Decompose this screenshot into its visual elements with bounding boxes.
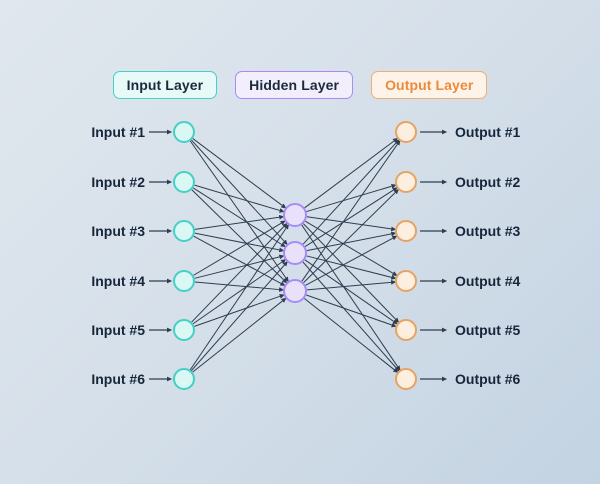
- connection-hidden-output: [305, 220, 398, 276]
- connection-hidden-output: [301, 140, 401, 282]
- connection-hidden-output: [302, 261, 400, 372]
- connection-input-hidden: [194, 281, 285, 292]
- hidden-node: [283, 203, 307, 227]
- input-node: [173, 319, 195, 341]
- connection-input-hidden: [192, 259, 287, 325]
- connection-input-hidden: [193, 235, 286, 286]
- connection-input-hidden: [192, 297, 287, 373]
- connection-input-hidden: [194, 214, 285, 230]
- connection-hidden-output: [306, 183, 397, 213]
- connection-hidden-output: [303, 188, 400, 283]
- input-node: [173, 368, 195, 390]
- output-label-2: Output #2: [455, 174, 521, 190]
- connection-hidden-output: [304, 187, 398, 247]
- legend-hidden-layer: Hidden Layer: [235, 71, 354, 99]
- output-node: [395, 171, 417, 193]
- connection-input-hidden: [191, 139, 288, 246]
- connection-hidden-output: [305, 235, 398, 286]
- connection-input-hidden: [192, 138, 287, 209]
- connection-input-hidden: [189, 223, 289, 371]
- output-node: [395, 368, 417, 390]
- output-node: [395, 220, 417, 242]
- connection-input-hidden: [190, 261, 288, 372]
- connection-input-hidden: [194, 232, 285, 253]
- hidden-node: [283, 241, 307, 265]
- connection-hidden-output: [304, 137, 399, 209]
- connection-hidden-output: [306, 231, 397, 252]
- input-label-3: Input #3: [91, 223, 145, 239]
- legend-input-layer: Input Layer: [112, 71, 218, 99]
- input-label-2: Input #2: [91, 174, 145, 190]
- connection-input-hidden: [191, 189, 288, 284]
- input-node: [173, 270, 195, 292]
- connection-hidden-output: [304, 298, 399, 373]
- connection-hidden-output: [306, 294, 397, 328]
- output-label-6: Output #6: [455, 371, 521, 387]
- connection-input-hidden: [194, 184, 285, 213]
- connection-input-hidden: [194, 254, 285, 279]
- output-label-4: Output #4: [455, 273, 521, 289]
- input-node: [173, 220, 195, 242]
- connection-hidden-output: [306, 279, 397, 291]
- output-label-3: Output #3: [455, 223, 521, 239]
- output-label-5: Output #5: [455, 322, 521, 338]
- input-label-1: Input #1: [91, 124, 145, 140]
- input-node: [173, 121, 195, 143]
- legend-output-layer: Output Layer: [371, 71, 488, 99]
- connection-hidden-output: [302, 223, 400, 323]
- connection-hidden-output: [302, 139, 400, 245]
- hidden-node: [283, 279, 307, 303]
- legend: Input Layer Hidden Layer Output Layer: [0, 71, 600, 99]
- output-node: [395, 270, 417, 292]
- connection-hidden-output: [306, 216, 397, 232]
- input-label-5: Input #5: [91, 322, 145, 338]
- output-node: [395, 121, 417, 143]
- input-node: [173, 171, 195, 193]
- connection-input-hidden: [191, 222, 288, 323]
- connection-hidden-output: [306, 255, 397, 280]
- connection-input-hidden: [194, 294, 285, 327]
- input-label-4: Input #4: [91, 273, 145, 289]
- connection-hidden-output: [304, 259, 398, 325]
- connection-input-hidden: [193, 220, 286, 276]
- connection-hidden-output: [301, 224, 401, 371]
- output-label-1: Output #1: [455, 124, 521, 140]
- input-label-6: Input #6: [91, 371, 145, 387]
- connection-input-hidden: [192, 187, 286, 248]
- connection-input-hidden: [189, 140, 289, 283]
- output-node: [395, 319, 417, 341]
